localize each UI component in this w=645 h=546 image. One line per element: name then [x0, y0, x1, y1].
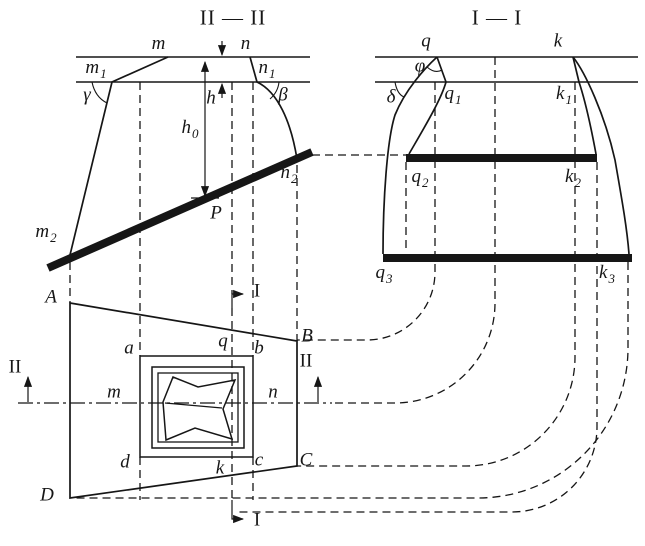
ground-surface-lines [76, 56, 638, 83]
transfer-arc-D [72, 262, 629, 499]
delta-angle-arc [394, 81, 405, 98]
slope-k-inner [572, 56, 597, 155]
plan-rect-middle [151, 366, 245, 449]
plan-rect-inner [157, 372, 239, 443]
angle-arcs [91, 66, 443, 104]
transfer-arc-center [332, 57, 496, 404]
transfer-arc-C [297, 82, 576, 467]
transfer-arc-bottom [237, 162, 598, 513]
section-i-arrow-bottom [231, 500, 245, 524]
ore-body-chord [164, 402, 223, 409]
section-i-arrow-top [231, 289, 245, 308]
slope-q-outer [382, 56, 438, 255]
projection-lines [69, 57, 629, 513]
ore-body-polygon [162, 376, 237, 442]
plan-quad-ABCD [69, 301, 298, 499]
dimensions [23, 41, 323, 524]
beta-angle-arc [269, 81, 280, 100]
plan-rect-abcd [139, 355, 254, 458]
section-i-outline [382, 56, 630, 255]
seam-line-P [46, 148, 314, 272]
transfer-arc-B [297, 82, 436, 341]
phi-angle-arc [426, 66, 443, 73]
gamma-angle-arc [91, 81, 108, 104]
plan-view [69, 301, 298, 499]
slope-q-inner [408, 56, 447, 155]
slope-k-outer [572, 56, 630, 255]
slope-m-m1-m2 [69, 56, 169, 256]
section-ii-outline [69, 56, 298, 256]
slope-n-n1-n2 [249, 56, 298, 160]
